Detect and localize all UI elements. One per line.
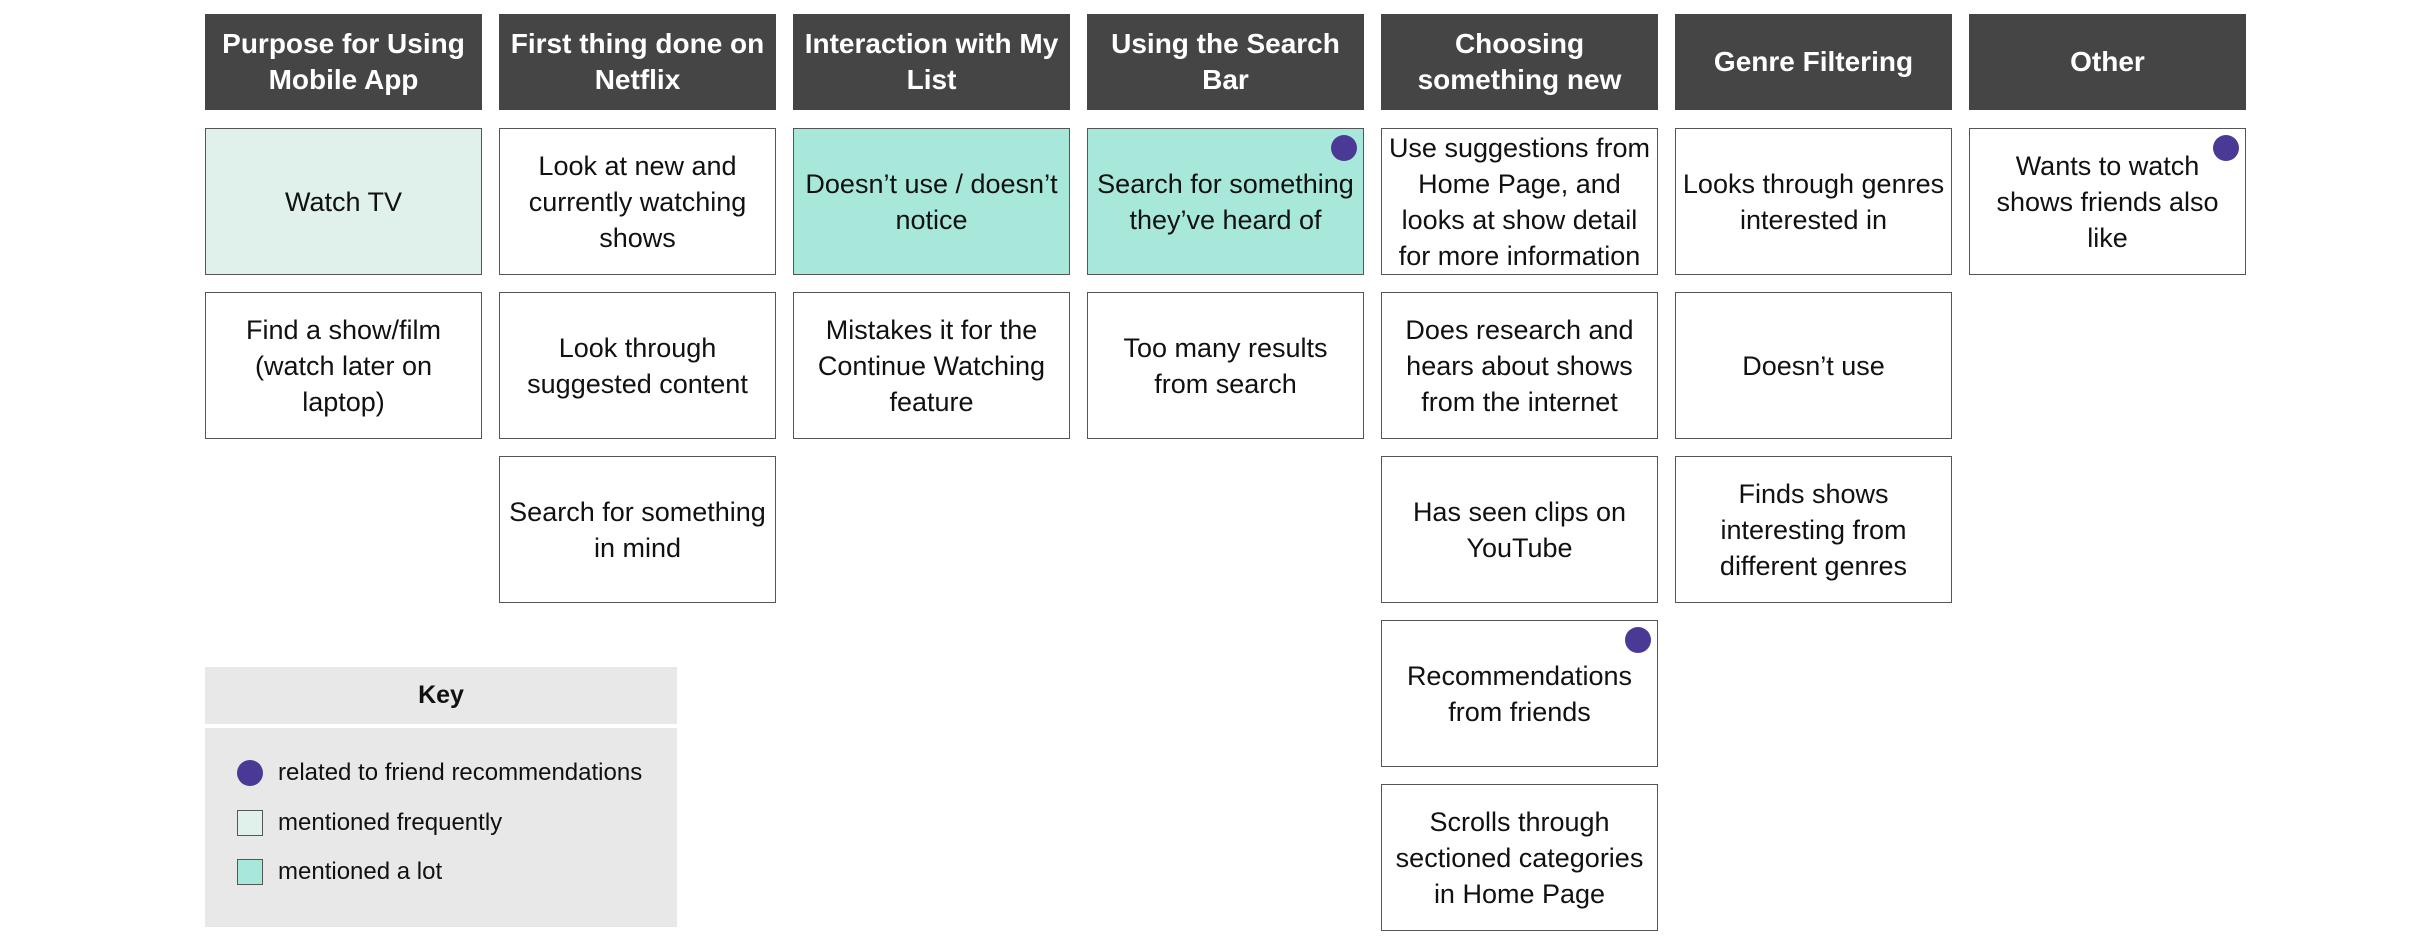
sticky-note: Finds shows interesting from different g… bbox=[1675, 456, 1952, 603]
sticky-note-text: Has seen clips on YouTube bbox=[1412, 496, 1627, 563]
sticky-note-text: Scrolls through sectioned categories in … bbox=[1395, 806, 1644, 909]
sticky-note-text: Search for something they’ve heard of bbox=[1097, 168, 1354, 235]
friend-dot-icon bbox=[1331, 135, 1357, 161]
a-lot-swatch-icon bbox=[237, 859, 263, 885]
sticky-note: Does research and hears about shows from… bbox=[1381, 292, 1658, 439]
sticky-note-text: Finds shows interesting from different g… bbox=[1719, 478, 1908, 581]
friend-dot-icon bbox=[2213, 135, 2239, 161]
key-item-a-lot: mentioned a lot bbox=[237, 856, 442, 888]
sticky-note: Recommendations from friends bbox=[1381, 620, 1658, 767]
frequent-swatch-icon bbox=[237, 810, 263, 836]
sticky-note-text: Watch TV bbox=[284, 186, 403, 217]
column-header: First thing done on Netflix bbox=[499, 14, 776, 110]
column-header: Purpose for Using Mobile App bbox=[205, 14, 482, 110]
sticky-note-text: Too many results from search bbox=[1123, 332, 1328, 399]
sticky-note-text: Wants to watch shows friends also like bbox=[1996, 150, 2219, 253]
key-label-frequently: mentioned frequently bbox=[278, 809, 503, 836]
sticky-note-text: Find a show/film (watch later on laptop) bbox=[245, 314, 442, 417]
sticky-note: Use suggestions from Home Page, and look… bbox=[1381, 128, 1658, 275]
sticky-note-text: Recommendations from friends bbox=[1406, 660, 1633, 727]
key-title: Key bbox=[205, 667, 677, 728]
friend-dot-icon bbox=[1625, 627, 1651, 653]
key-item-friend: related to friend recommendations bbox=[237, 757, 642, 789]
column-header: Choosing something new bbox=[1381, 14, 1658, 110]
sticky-note-text: Look through suggested content bbox=[527, 332, 748, 399]
column-header: Using the Search Bar bbox=[1087, 14, 1364, 110]
sticky-note-text: Search for something in mind bbox=[509, 496, 766, 563]
sticky-note-text: Look at new and currently watching shows bbox=[528, 150, 747, 253]
sticky-note-text: Doesn’t use bbox=[1742, 350, 1885, 381]
sticky-note: Search for something they’ve heard of bbox=[1087, 128, 1364, 275]
column-header: Interaction with My List bbox=[793, 14, 1070, 110]
sticky-note: Look at new and currently watching shows bbox=[499, 128, 776, 275]
sticky-note: Look through suggested content bbox=[499, 292, 776, 439]
sticky-note: Too many results from search bbox=[1087, 292, 1364, 439]
friend-dot-icon bbox=[237, 760, 263, 786]
sticky-note: Wants to watch shows friends also like bbox=[1969, 128, 2246, 275]
key-label-a-lot: mentioned a lot bbox=[278, 858, 443, 885]
sticky-note: Search for something in mind bbox=[499, 456, 776, 603]
sticky-note-text: Does research and hears about shows from… bbox=[1405, 314, 1634, 417]
sticky-note-text: Looks through genres interested in bbox=[1682, 168, 1945, 235]
key-label-friend: related to friend recommendations bbox=[278, 759, 643, 786]
sticky-note: Doesn’t use / doesn’t notice bbox=[793, 128, 1070, 275]
column-header: Genre Filtering bbox=[1675, 14, 1952, 110]
sticky-note: Mistakes it for the Continue Watching fe… bbox=[793, 292, 1070, 439]
sticky-note-text: Mistakes it for the Continue Watching fe… bbox=[817, 314, 1046, 417]
key-legend: Key related to friend recommendations me… bbox=[205, 667, 677, 927]
sticky-note: Doesn’t use bbox=[1675, 292, 1952, 439]
sticky-note: Looks through genres interested in bbox=[1675, 128, 1952, 275]
sticky-note: Find a show/film (watch later on laptop) bbox=[205, 292, 482, 439]
sticky-note-text: Doesn’t use / doesn’t notice bbox=[805, 168, 1058, 235]
sticky-note: Has seen clips on YouTube bbox=[1381, 456, 1658, 603]
sticky-note-text: Use suggestions from Home Page, and look… bbox=[1388, 132, 1651, 271]
key-item-frequently: mentioned frequently bbox=[237, 807, 502, 839]
column-header: Other bbox=[1969, 14, 2246, 110]
sticky-note: Watch TV bbox=[205, 128, 482, 275]
sticky-note: Scrolls through sectioned categories in … bbox=[1381, 784, 1658, 931]
